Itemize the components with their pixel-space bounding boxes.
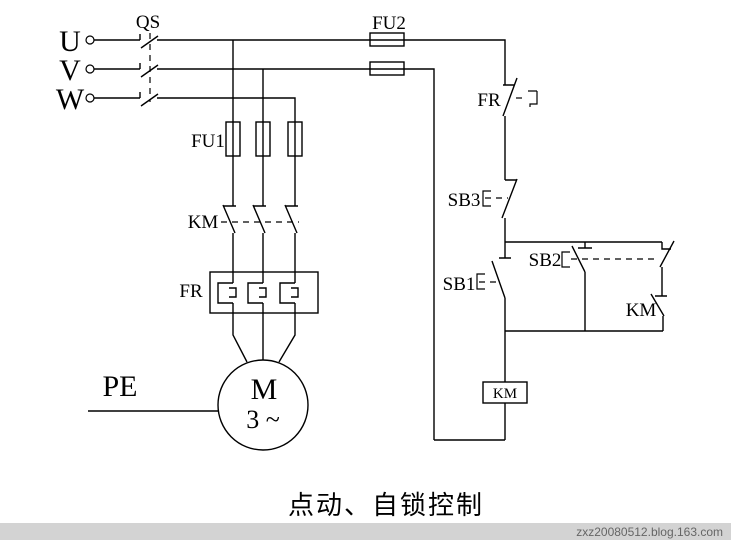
fu1-label: FU1 xyxy=(191,131,225,152)
power-circuit xyxy=(85,32,506,451)
sb3-label: SB3 xyxy=(448,190,481,211)
fu2-control-fuses xyxy=(369,32,405,76)
sb2-jog-button xyxy=(561,242,654,331)
fu2-label: FU2 xyxy=(372,13,406,34)
diagram-caption: 点动、自锁控制 xyxy=(288,491,484,520)
fr-nc-contact xyxy=(502,77,538,180)
qs-disconnect-switch xyxy=(94,33,159,107)
fu1-main-fuses xyxy=(225,121,303,157)
sb2-nc-contact xyxy=(659,240,675,296)
watermark-background xyxy=(0,523,731,540)
km-coil-label: KM xyxy=(493,386,517,402)
phase-v-label: V xyxy=(59,54,81,87)
sb1-label: SB1 xyxy=(443,274,476,295)
km-main-contacts xyxy=(221,204,299,283)
motor-icon xyxy=(217,359,309,451)
km-aux-label: KM xyxy=(626,300,657,321)
km-coil xyxy=(434,331,528,441)
watermark-text: zxz20080512.blog.163.com xyxy=(576,525,723,539)
phase-lines xyxy=(157,39,506,440)
sb2-label: SB2 xyxy=(529,250,562,271)
fr-thermal-relay xyxy=(209,271,319,314)
sb1-start-button xyxy=(476,242,511,331)
motor-phases-label: 3 ~ xyxy=(246,405,280,434)
pe-label: PE xyxy=(102,370,137,403)
control-circuit xyxy=(434,77,675,441)
sb3-stop-button xyxy=(482,178,518,242)
fr-contact-label: FR xyxy=(477,90,501,111)
supply-terminal-icon xyxy=(85,35,95,103)
labels: U V W QS FU2 FU1 KM FR FR SB3 SB1 SB2 KM… xyxy=(56,12,657,520)
motor-m-label: M xyxy=(251,373,278,406)
watermark-bar: zxz20080512.blog.163.com xyxy=(0,523,731,540)
phase-w-label: W xyxy=(56,83,85,116)
km-aux-contact xyxy=(650,293,667,331)
fr-relay-label: FR xyxy=(179,281,203,302)
km-main-label: KM xyxy=(188,212,219,233)
motor-leads xyxy=(232,303,296,363)
qs-label: QS xyxy=(136,12,160,33)
phase-u-label: U xyxy=(59,25,81,58)
